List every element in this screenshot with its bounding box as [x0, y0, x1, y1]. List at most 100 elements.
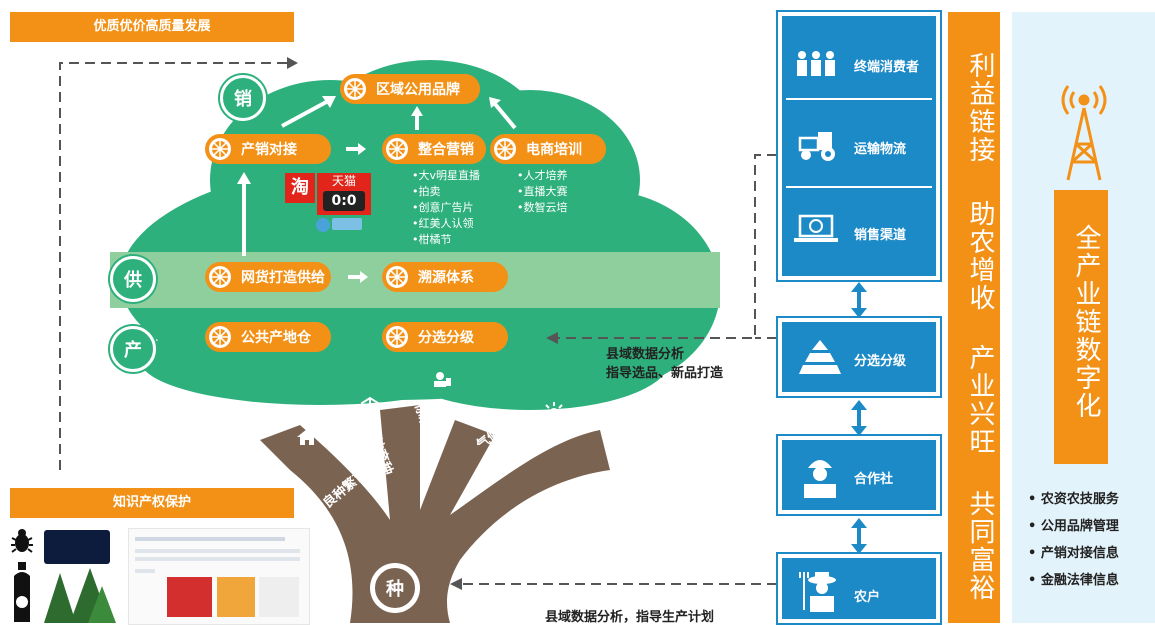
taobao-logo-label: 淘 — [291, 177, 309, 198]
orange-slice-icon — [209, 138, 231, 160]
pill-warehouse-label: 公共产地仓 — [241, 330, 311, 346]
produce-circle: 产 — [110, 326, 156, 372]
orange-slice-icon — [494, 138, 516, 160]
farmer-node: 农户 — [778, 554, 940, 623]
quality-header-label: 优质优价高质量发展 — [93, 19, 211, 34]
digitalization-title: 全产业链数字化 — [1071, 224, 1101, 420]
house-icon — [297, 429, 317, 445]
pill-ecommerce: 电商培训 — [490, 134, 606, 164]
grading-node: 分选分级 — [778, 318, 940, 396]
pill-supply-chain-label: 网货打造供给 — [241, 270, 325, 286]
benefit-column: 利益链接 助农增收 产业兴旺 共同富裕 — [948, 12, 1000, 623]
orange-slice-icon — [209, 266, 231, 288]
data-annotation-1-line1: 县域数据分析 — [606, 347, 685, 362]
pill-regional-brand: 区域公用品牌 — [340, 74, 480, 104]
channel-row: 销售渠道 — [786, 194, 932, 266]
pill-grading-label: 分选分级 — [418, 330, 474, 346]
pill-trace-label: 溯源体系 — [418, 270, 474, 286]
ip-document-preview — [128, 528, 310, 625]
wealth-text: 共同富裕 — [965, 490, 995, 602]
service-item: • 金融法律信息 — [1028, 573, 1119, 588]
digitalization-panel: 全产业链数字化 — [1012, 12, 1155, 623]
service-item: • 产销对接信息 — [1028, 546, 1119, 561]
benefit-text: 利益链接 — [965, 52, 995, 164]
coop-label: 合作社 — [854, 472, 894, 487]
pill-connect-label: 产销对接 — [241, 142, 297, 158]
marketing-bullet: •大v明星直播 — [412, 169, 480, 182]
supply-circle-label: 供 — [124, 270, 142, 291]
pill-regional-brand-label: 区域公用品牌 — [376, 82, 460, 98]
industry-text: 产业兴旺 — [965, 344, 995, 456]
ecommerce-bullet: •直播大赛 — [517, 185, 568, 198]
pill-marketing: 整合营销 — [382, 134, 486, 164]
ecommerce-bullets: •人才培养 •直播大赛 •数智云培 — [517, 168, 568, 216]
orange-slice-icon — [344, 78, 366, 100]
pill-connect: 产销对接 — [205, 134, 331, 164]
supply-circle: 供 — [110, 256, 156, 302]
farmer-label: 农户 — [854, 590, 881, 605]
farmer-small-icon — [434, 372, 451, 387]
marketing-bullet: •柑橘节 — [412, 233, 452, 246]
marketing-bullet: •创意广告片 — [412, 201, 474, 214]
crown-arrows — [237, 96, 517, 283]
pill-trace: 溯源体系 — [382, 262, 508, 292]
consumer-row: 终端消费者 — [786, 28, 932, 100]
service-item: • 公用品牌管理 — [1028, 519, 1119, 534]
pill-grading: 分选分级 — [382, 322, 508, 352]
mascot-icon — [316, 218, 330, 232]
plant-circle-label: 种 — [386, 579, 404, 600]
greenhouse-icon — [361, 396, 379, 413]
logistics-row: 运输物流 — [786, 106, 932, 188]
service-item: • 农资农技服务 — [1028, 492, 1119, 507]
sell-circle-label: 销 — [234, 89, 252, 110]
orange-slice-icon — [209, 326, 231, 348]
taobao-logo: 淘 — [285, 173, 315, 203]
help-text: 助农增收 — [965, 200, 995, 312]
tmall-logo: 天猫 0:0 — [317, 173, 371, 215]
channel-label: 销售渠道 — [854, 228, 907, 243]
sun-icon — [543, 402, 565, 424]
aaca-logo — [44, 530, 110, 564]
bug-icon — [11, 529, 33, 553]
pill-ecommerce-label: 电商培训 — [526, 142, 582, 158]
orange-slice-icon — [386, 266, 408, 288]
ip-header-label: 知识产权保护 — [112, 495, 191, 510]
data-annotation-1: 县域数据分析 指导选品、新品打造 — [606, 345, 723, 383]
signal-tower-icon — [1061, 85, 1107, 181]
pyramid-icon — [799, 340, 841, 374]
farmer-icon — [799, 572, 836, 612]
pill-supply-chain: 网货打造供给 — [205, 262, 331, 292]
service-list: • 农资农技服务 • 公用品牌管理 • 产销对接信息 • 金融法律信息 — [1028, 486, 1119, 594]
logistics-label: 运输物流 — [854, 142, 907, 157]
consumer-label: 终端消费者 — [854, 60, 920, 75]
mascot-text — [332, 218, 362, 230]
quality-header: 优质优价高质量发展 — [10, 12, 294, 42]
marketing-bullets: •大v明星直播 •拍卖 •创意广告片 •红美人认领 •柑橘节 — [412, 168, 480, 248]
marketing-bullet: •红美人认领 — [412, 217, 474, 230]
sell-circle: 销 — [220, 75, 266, 121]
data-annotation-2-label: 县域数据分析，指导生产计划 — [545, 610, 715, 625]
dashed-connectors — [450, 154, 777, 590]
pill-warehouse: 公共产地仓 — [205, 322, 331, 352]
ip-header: 知识产权保护 — [10, 488, 294, 518]
forest-icon — [44, 568, 116, 623]
spray-bottle-icon — [14, 562, 30, 622]
coop-node: 合作社 — [778, 436, 940, 514]
produce-circle-label: 产 — [124, 340, 142, 361]
pill-marketing-label: 整合营销 — [418, 142, 474, 158]
chain-arrows — [851, 282, 867, 554]
data-annotation-2: 县域数据分析，指导生产计划 — [545, 606, 714, 625]
ecommerce-bullet: •数智云培 — [517, 201, 568, 214]
tmall-logo-sub: 0:0 — [323, 191, 365, 211]
ecommerce-bullet: •人才培养 — [517, 169, 568, 182]
people-icon — [797, 51, 835, 76]
marketing-bullet: •拍卖 — [412, 185, 441, 198]
laptop-icon — [794, 214, 838, 242]
plant-circle: 种 — [372, 565, 418, 611]
tractor-icon — [798, 132, 835, 161]
orange-slice-icon — [386, 326, 408, 348]
dashed-arrow-top — [59, 57, 298, 470]
tmall-logo-label: 天猫 — [331, 174, 356, 188]
data-annotation-1-line2: 指导选品、新品打造 — [606, 366, 724, 381]
digitalization-title-bar: 全产业链数字化 — [1054, 190, 1108, 464]
